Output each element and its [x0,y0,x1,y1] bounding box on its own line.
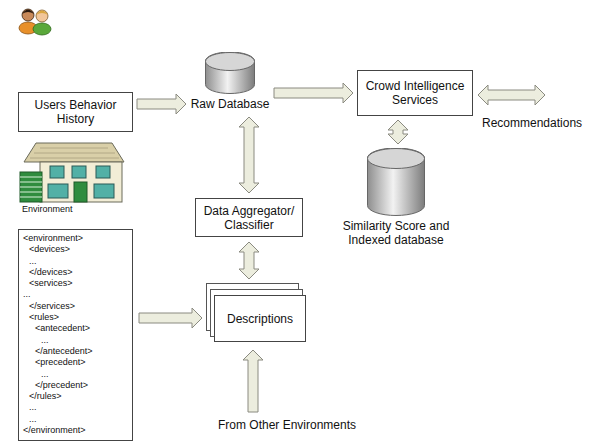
user-body [33,23,51,35]
house-roof [24,143,124,162]
xml-listing: <environment><devices>...</devices><serv… [18,229,133,441]
database-cylinder: Raw Database [190,52,270,111]
code-line: </services> [23,301,128,312]
garage [20,172,42,202]
door [74,182,87,202]
house-wall [40,162,122,202]
node-text: Data Aggregator/ Classifier [201,204,297,232]
cylinder-top [206,53,255,71]
code-line: </antecedent> [23,346,128,357]
node-text: Similarity Score and Indexed database [333,219,459,247]
code-line: <devices> [23,244,128,255]
window [48,184,68,198]
process-box: Crowd Intelligence Services [357,70,473,116]
code-line: ... [23,402,128,413]
cylinder-outline [367,148,425,216]
block-arrow [139,308,202,328]
node-text: Descriptions [227,312,293,326]
cylinder-body [206,52,255,94]
document-stack: Descriptions [214,295,306,342]
block-arrow [388,120,408,144]
block-arrow [243,350,263,412]
user-head [36,10,48,22]
process-box: Data Aggregator/ Classifier [195,198,303,237]
output-label: Recommendations [482,116,582,130]
code-line: ... [23,256,128,267]
house-illustration [20,143,124,202]
code-line: </environment> [23,425,128,436]
source-label: From Other Environments [218,418,356,432]
block-arrow [274,83,353,103]
block-arrow [478,85,545,105]
code-line: ... [23,335,128,346]
cylinder-outline [205,52,255,94]
code-line: <rules> [23,312,128,323]
database-cylinder: Similarity Score and Indexed database [333,148,459,247]
cylinder-top [368,149,425,169]
code-line: <antecedent> [23,323,128,334]
cylinder-body [368,148,425,215]
window [72,166,86,178]
code-line: ... [23,414,128,425]
garage-slats [20,177,42,197]
code-line: <services> [23,278,128,289]
code-line: </precedent> [23,380,128,391]
node-text: Crowd Intelligence Services [363,79,467,107]
code-line: </rules> [23,391,128,402]
window [96,166,110,178]
block-arrow [137,94,186,114]
caption-label: Environment [22,202,73,216]
node-text: Raw Database [190,97,270,111]
roof-tiles [30,148,119,158]
code-line: <precedent> [23,357,128,368]
node-text: Users Behavior History [24,98,127,126]
code-line: <environment> [23,233,128,244]
window [50,166,64,178]
process-box: Users Behavior History [18,92,133,132]
window [94,184,114,198]
user-hair [36,11,48,16]
users-icon [19,9,51,35]
block-arrow [239,242,259,279]
block-arrow [239,117,259,193]
code-line: ... [23,289,128,300]
user-head [22,9,34,21]
code-line: ... [23,369,128,380]
code-line: </devices> [23,267,128,278]
user-hair [22,10,34,15]
